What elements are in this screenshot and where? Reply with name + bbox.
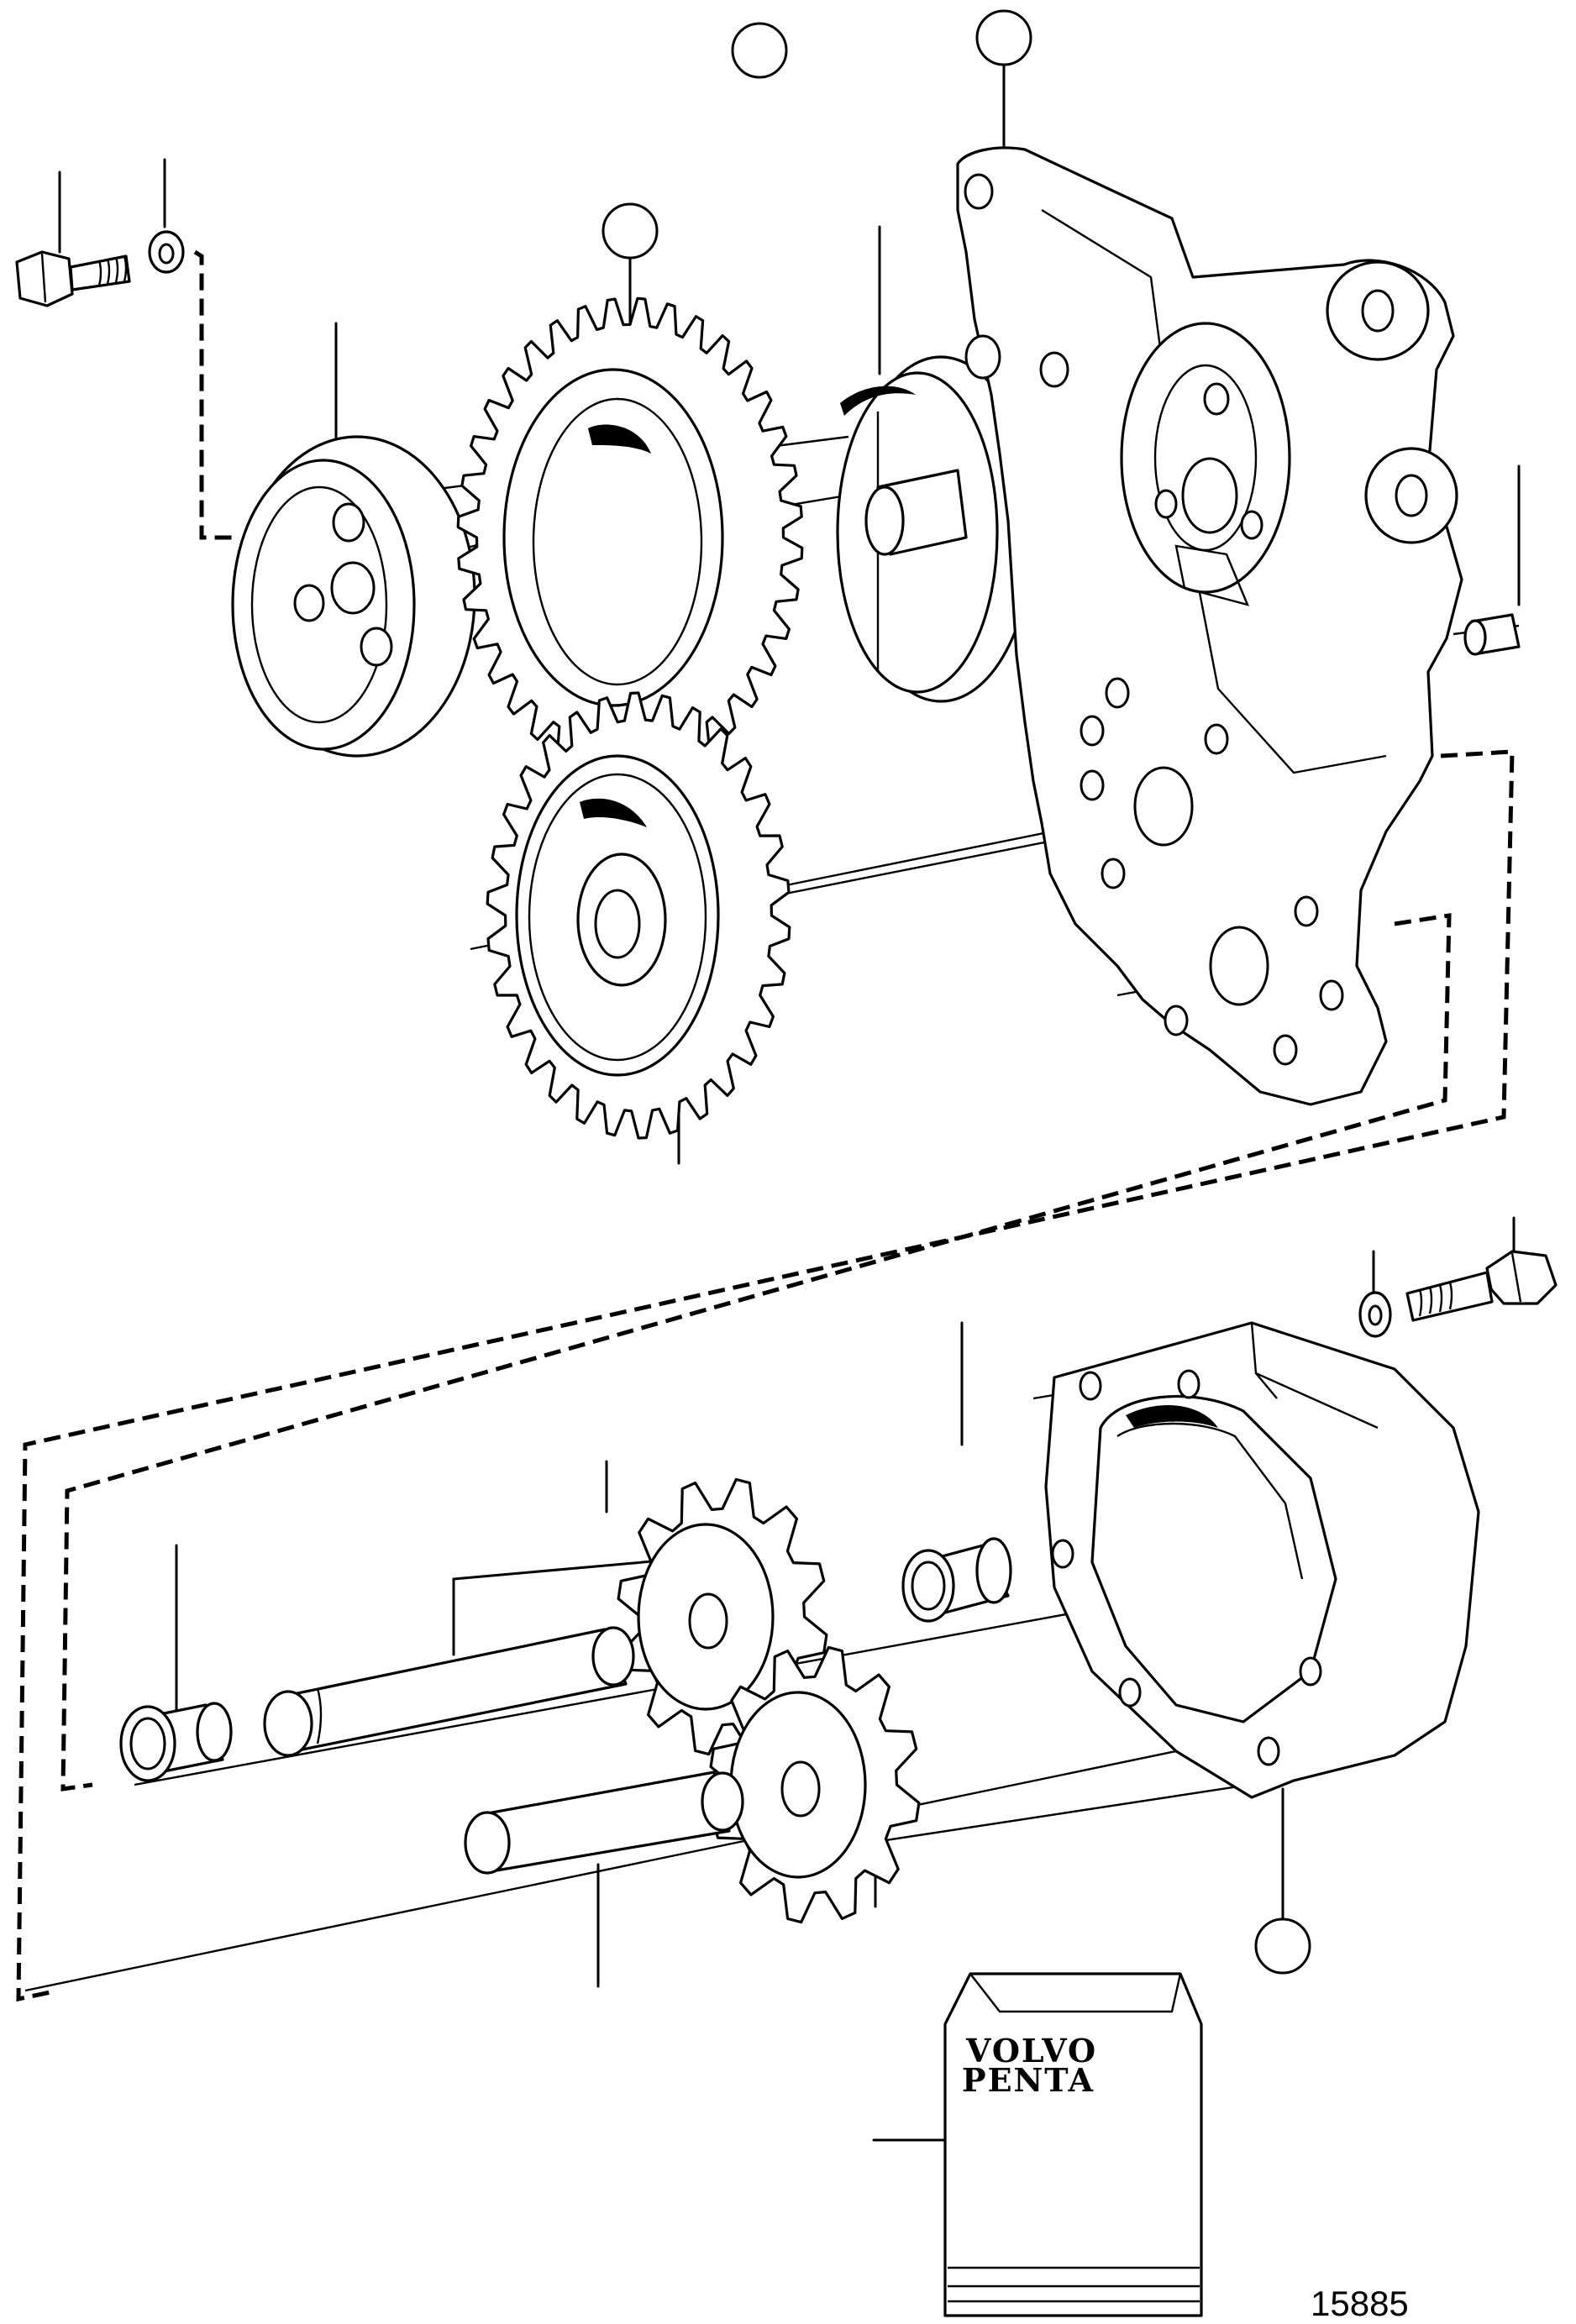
position-balloon-top-center[interactable]	[731, 22, 788, 79]
kit-label-line1: VOLVO	[965, 2032, 1097, 2070]
dashed-bracket-outer	[16, 749, 1515, 2002]
bushing-left[interactable]	[119, 1702, 233, 1782]
bushing-right[interactable]	[901, 1537, 1012, 1623]
hex-bolt-lower[interactable]	[1405, 1250, 1558, 1322]
dashed-bracket-bolt-to-flange	[193, 249, 235, 540]
position-balloon-pump-housing[interactable]	[1254, 1917, 1311, 1975]
washer-top[interactable]	[148, 230, 185, 274]
dashed-bracket-inner	[60, 913, 1452, 1792]
pump-gear-lower[interactable]	[709, 1645, 921, 1924]
flange-hub[interactable]	[231, 435, 476, 758]
dowel-sleeve-right[interactable]	[1463, 613, 1521, 656]
drive-shaft-upper[interactable]	[263, 1626, 635, 1757]
position-balloon-large-gear[interactable]	[602, 202, 659, 260]
position-balloon-top-bracket[interactable]	[975, 9, 1032, 66]
hex-bolt-top[interactable]	[15, 250, 131, 307]
large-gear[interactable]	[456, 296, 804, 779]
illustration-reference-number: 15885	[1311, 2284, 1409, 2323]
timing-cover-bracket[interactable]	[956, 146, 1463, 1106]
gasket-kit-pouch[interactable]: VOLVO PENTA	[943, 1972, 1203, 2317]
washer-lower[interactable]	[1358, 1291, 1392, 1338]
position-balloons	[602, 9, 1311, 1975]
kit-label-line2: PENTA	[962, 2061, 1095, 2099]
dashed-brackets	[16, 249, 1515, 2002]
oil-pump-housing[interactable]	[1044, 1321, 1480, 1799]
idler-shaft-lower[interactable]	[464, 1771, 744, 1875]
idler-shaft-stub[interactable]	[864, 469, 968, 556]
idler-gear-lower[interactable]	[486, 691, 791, 1140]
